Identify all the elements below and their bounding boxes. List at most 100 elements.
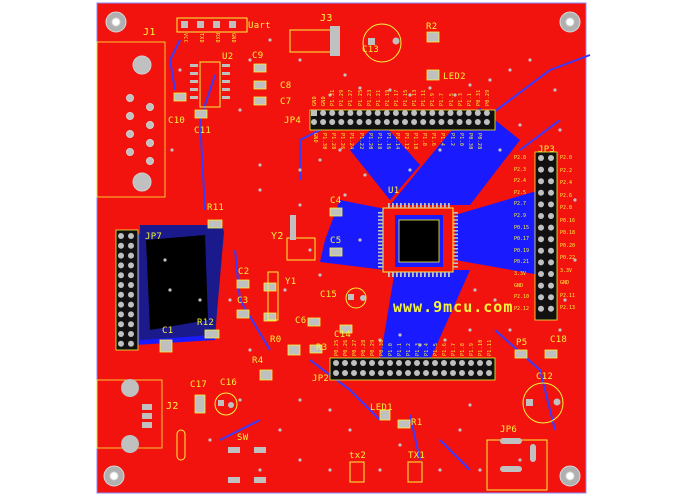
via <box>308 248 312 252</box>
via <box>258 163 262 167</box>
via <box>528 58 532 62</box>
header-pin <box>447 110 454 116</box>
ic-pad <box>453 262 458 264</box>
via <box>493 298 497 302</box>
jp3-pin-label: 3.3V <box>514 271 527 277</box>
header-pin <box>538 178 544 185</box>
jp4-pin-label: P1.3 <box>457 92 464 106</box>
label-j3: J3 <box>320 13 333 24</box>
jp4-pin-label: P1.1 <box>466 92 473 106</box>
vias <box>163 38 577 472</box>
jp2-pin-label: P0.27 <box>352 339 358 356</box>
header-pin <box>402 110 408 116</box>
label-tx1: TX1 <box>408 451 426 461</box>
label-jp4: JP4 <box>284 116 302 126</box>
jp3-pin-label: P2.0 <box>560 155 573 161</box>
header-pin <box>438 119 445 125</box>
header-pin <box>538 259 544 266</box>
header-pin <box>329 110 336 116</box>
jp2-pin-label: P1.11 <box>487 339 493 356</box>
header-pin <box>351 360 357 366</box>
header-pin <box>538 236 544 243</box>
header-pin <box>333 360 339 366</box>
header-pin <box>311 110 317 116</box>
header-pin <box>378 370 384 376</box>
label-r3: R3 <box>316 343 328 353</box>
ic-pad <box>416 272 418 277</box>
header-pin <box>548 236 554 243</box>
via <box>468 328 472 332</box>
ic-pad <box>378 258 383 261</box>
header-pin <box>347 119 354 125</box>
via <box>443 338 447 342</box>
jp4-pin-label: P1.2 <box>448 133 455 147</box>
label-tx2: tx2 <box>349 451 367 461</box>
header-pin <box>356 110 363 116</box>
header-pin <box>128 252 134 259</box>
header-pin <box>128 282 134 288</box>
jp3-pin-label: P2.9 <box>514 213 527 219</box>
header-pin <box>128 301 134 308</box>
ic-pad <box>412 272 414 277</box>
jp7-pin-column <box>118 233 134 347</box>
ic-pad <box>436 272 438 277</box>
header-pin <box>465 110 472 116</box>
jp2-pin-label: P1.5 <box>433 342 439 356</box>
slot-outline <box>176 429 186 461</box>
jp4-pin-label: P1.19 <box>384 89 391 106</box>
jp4-pin-label: P1.12 <box>403 133 409 150</box>
j3-pad <box>330 26 340 56</box>
jp4-pin-label: P1.30 <box>321 133 328 150</box>
header-pin <box>387 360 393 366</box>
jp4-pin-label: P1.25 <box>357 89 364 106</box>
header-pin <box>128 242 134 249</box>
header-pin <box>128 311 134 318</box>
ic-pad <box>408 203 410 208</box>
ic-pad <box>378 222 383 225</box>
header-pin <box>329 119 336 125</box>
header-pin <box>369 370 375 376</box>
via <box>328 468 332 472</box>
label-c14: C14 <box>334 330 352 340</box>
via <box>328 93 332 97</box>
ic-pad <box>453 212 458 214</box>
header-pin <box>128 340 134 347</box>
jp4-pin-label: P1.8 <box>421 133 428 147</box>
ic-pad <box>404 203 406 208</box>
ic-pad <box>378 215 383 218</box>
jp4-pin-label: P1.17 <box>393 89 400 106</box>
via <box>208 438 212 442</box>
ic-pad <box>388 203 390 208</box>
header-pin <box>118 291 124 298</box>
jp3-pin-label: P0.16 <box>560 217 576 224</box>
via <box>358 238 362 242</box>
header-pin <box>447 119 454 125</box>
via <box>508 68 512 72</box>
via <box>258 468 262 472</box>
via <box>558 128 562 132</box>
website-silkscreen: www.9mcu.com <box>393 298 514 316</box>
header-pin <box>411 110 418 116</box>
header-pin <box>441 370 447 376</box>
via <box>268 38 272 42</box>
ic-pad <box>392 272 394 277</box>
ic-pad <box>420 203 422 208</box>
via <box>418 343 422 347</box>
header-pin <box>128 321 134 328</box>
jp4-pin-label: P1.16 <box>384 133 391 150</box>
jp4-pin-label: P1.26 <box>339 133 346 150</box>
header-pin <box>118 321 124 328</box>
header-pin <box>432 370 438 376</box>
via <box>518 123 522 127</box>
via <box>348 428 352 432</box>
label-y2: Y2 <box>271 231 284 242</box>
via <box>318 273 322 277</box>
jp3-header <box>534 151 558 321</box>
ic-pad <box>453 266 458 268</box>
header-pin <box>118 252 124 259</box>
sw-switch <box>228 447 266 483</box>
ic-pad <box>378 248 383 250</box>
ic-pad <box>453 222 458 225</box>
ic-pad <box>378 230 383 232</box>
header-pin <box>128 331 134 337</box>
